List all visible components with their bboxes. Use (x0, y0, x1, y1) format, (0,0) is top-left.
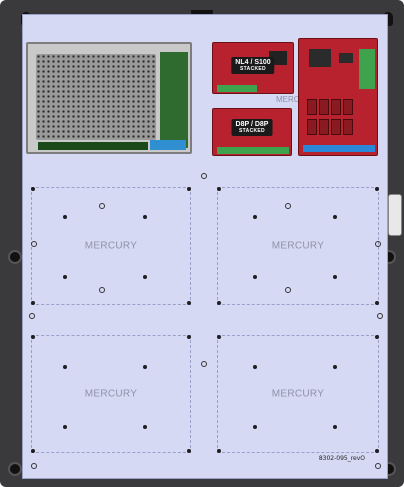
board-chip (309, 49, 331, 67)
board-subtitle: STACKED (240, 65, 266, 72)
mounting-hole-icon (375, 241, 381, 247)
mounting-hole-icon (187, 335, 191, 339)
mounting-hole-icon (63, 425, 67, 429)
mounting-hole-icon (333, 425, 337, 429)
mounting-hole-icon (31, 463, 37, 469)
zone-label: MERCURY (84, 240, 138, 252)
mercury-zone-1: MERCURY (31, 187, 191, 305)
mounting-hole-icon (143, 365, 147, 369)
relay (319, 99, 329, 115)
mounting-hole-icon (187, 187, 191, 191)
psu-vent-grid (36, 54, 156, 140)
mounting-hole-icon (63, 275, 67, 279)
psu-terminal-block-blue (150, 140, 186, 150)
mercury-zone-3: MERCURY (31, 335, 191, 453)
mounting-hole-icon (375, 187, 379, 191)
mounting-hole-icon (187, 301, 191, 305)
mounting-hole-icon (143, 215, 147, 219)
mounting-hole-icon (375, 301, 379, 305)
relay (307, 119, 317, 135)
d8p-board: D8P / D8P STACKED (212, 108, 292, 156)
side-latch (388, 194, 402, 236)
mounting-hole-icon (31, 301, 35, 305)
terminal-block (217, 147, 289, 154)
mercury-zone-2: MERCURY (217, 187, 379, 305)
mounting-hole-icon (201, 361, 207, 367)
board-title: D8P / D8P (235, 121, 269, 128)
psu-terminal-block (38, 142, 148, 150)
mounting-hole-icon (253, 365, 257, 369)
mounting-hole-icon (217, 301, 221, 305)
relay (343, 119, 353, 135)
mounting-hole-icon (285, 203, 291, 209)
terminal-block (359, 49, 375, 89)
relay (307, 99, 317, 115)
mounting-hole-icon (63, 365, 67, 369)
mounting-hole-icon (375, 463, 381, 469)
mounting-hole-icon (217, 187, 221, 191)
mounting-hole-icon (375, 335, 379, 339)
mounting-hole-icon (285, 287, 291, 293)
mounting-hole-icon (375, 449, 379, 453)
mounting-hole-icon (31, 449, 35, 453)
terminal-block-blue (303, 145, 375, 152)
mounting-hole-icon (377, 313, 383, 319)
mounting-hole-icon (143, 425, 147, 429)
mounting-hole-icon (201, 173, 207, 179)
zone-label: MERCURY (271, 388, 325, 400)
keyhole-icon (383, 12, 393, 26)
zone-label-partial: MERCURY (276, 95, 317, 104)
zone-label: MERCURY (271, 240, 325, 252)
mounting-hole-icon (8, 462, 22, 476)
mounting-hole-icon (217, 335, 221, 339)
mounting-hole-icon (63, 215, 67, 219)
board-subtitle: STACKED (239, 127, 265, 134)
mounting-hole-icon (333, 275, 337, 279)
board-title: NL4 / S100 (235, 59, 271, 66)
power-supply (26, 42, 192, 154)
mounting-hole-icon (253, 275, 257, 279)
psu-pcb (160, 52, 188, 148)
mounting-hole-icon (333, 365, 337, 369)
mounting-hole-icon (8, 250, 22, 264)
nl4-s100-board: NL4 / S100 STACKED (212, 42, 294, 94)
mounting-hole-icon (99, 287, 105, 293)
zone-label: MERCURY (84, 388, 138, 400)
mercury-zone-4: MERCURY (217, 335, 379, 453)
board-label: D8P / D8P STACKED (231, 119, 273, 137)
terminal-block (217, 85, 257, 92)
mounting-hole-icon (29, 313, 35, 319)
board-label: NL4 / S100 STACKED (231, 57, 275, 75)
relay (331, 119, 341, 135)
relay (343, 99, 353, 115)
mounting-hole-icon (143, 275, 147, 279)
mounting-hole-icon (31, 187, 35, 191)
mounting-hole-icon (187, 449, 191, 453)
mounting-hole-icon (99, 203, 105, 209)
board-chip (339, 53, 353, 63)
part-number: 8302-095_revO (318, 455, 365, 462)
relay (319, 119, 329, 135)
mounting-hole-icon (253, 425, 257, 429)
relay (331, 99, 341, 115)
mounting-hole-icon (253, 215, 257, 219)
relay-board (298, 38, 378, 156)
mounting-hole-icon (31, 241, 37, 247)
mounting-hole-icon (333, 215, 337, 219)
mounting-hole-icon (31, 335, 35, 339)
mounting-hole-icon (217, 449, 221, 453)
